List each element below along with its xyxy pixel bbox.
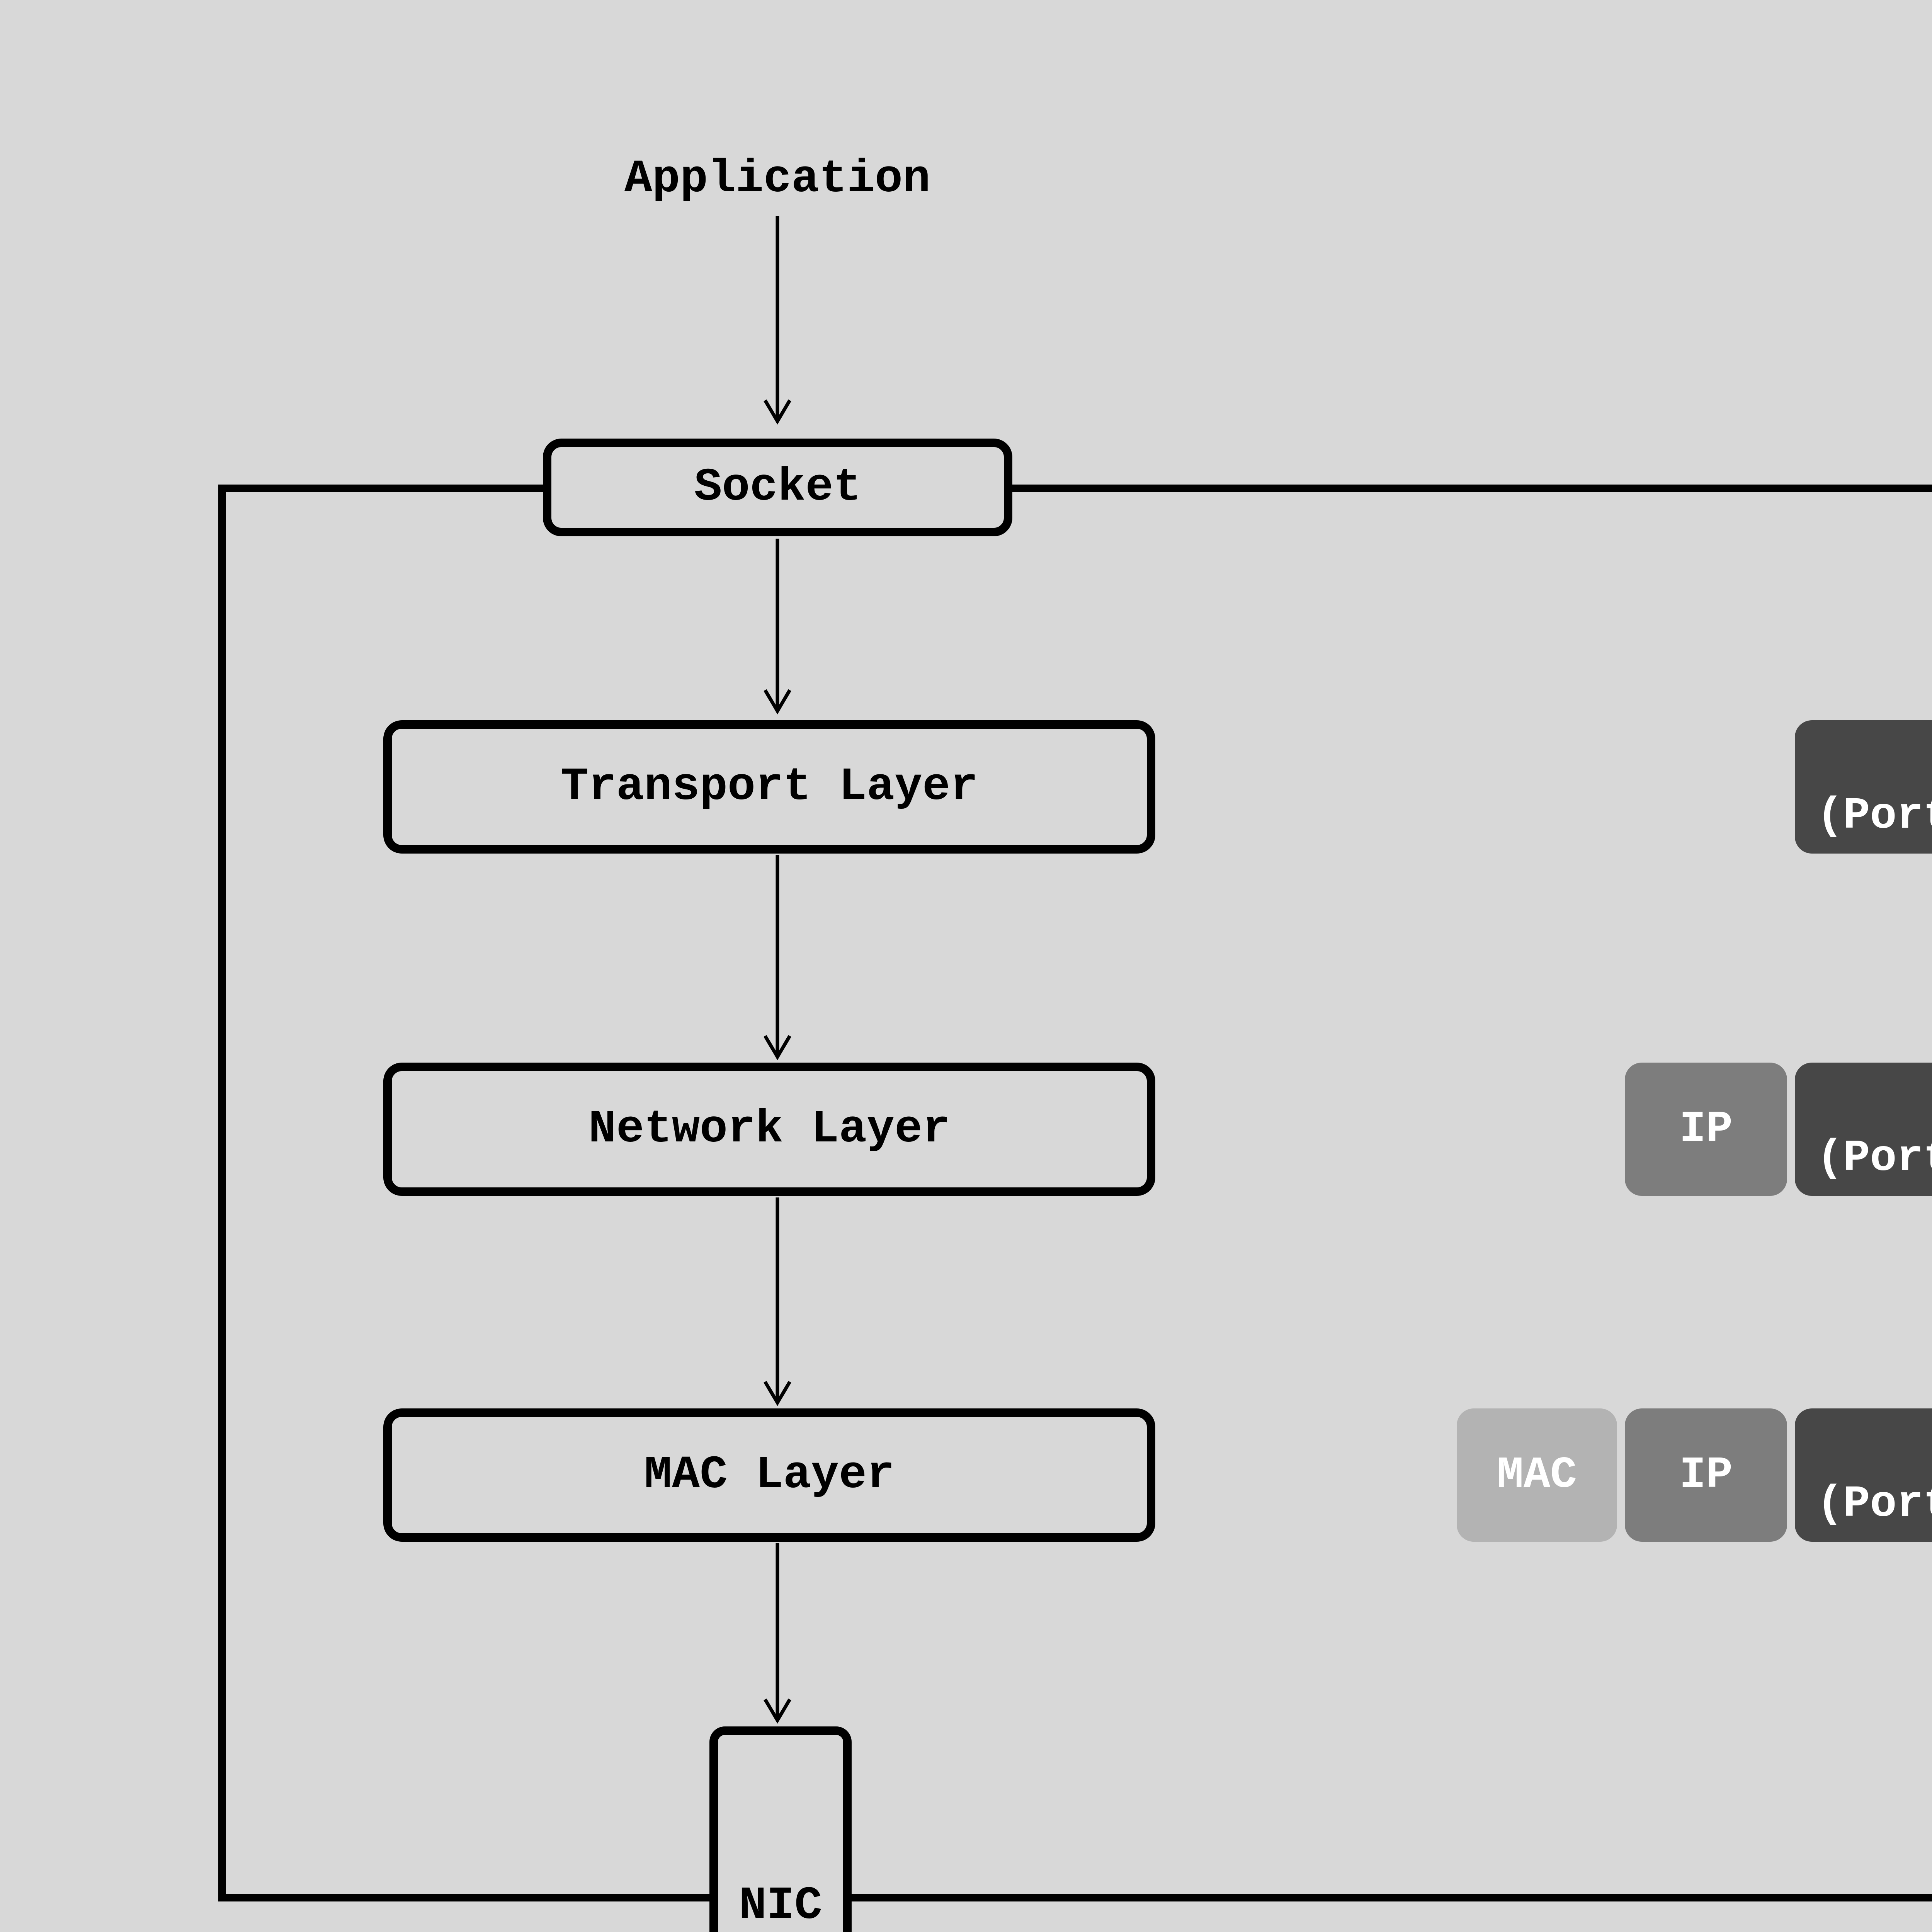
user-space-label: User Space	[1816, 409, 1932, 462]
packet-udp-transport: UDP (Port Number)	[1795, 720, 1932, 854]
transport-layer-node: Transport Layer	[383, 720, 1155, 854]
packet-udp-mac-layer: UDP (Port Number)	[1795, 1408, 1932, 1542]
application-label: Application	[624, 153, 931, 206]
socket-node: Socket	[543, 439, 1012, 536]
packet-ip-label: IP	[1679, 1449, 1733, 1500]
arrow-transport-to-network-icon	[764, 855, 791, 1060]
arrow-network-to-mac-icon	[764, 1197, 791, 1406]
network-layer-node: Network Layer	[383, 1063, 1155, 1196]
mac-layer-node: MAC Layer	[383, 1408, 1155, 1542]
arrow-application-to-socket-icon	[764, 216, 791, 425]
packet-udp-line2: (Port Number)	[1816, 790, 1932, 841]
packet-ip-label: IP	[1679, 1104, 1733, 1155]
arrow-mac-to-nic-icon	[764, 1543, 791, 1724]
packet-udp-network: UDP (Port Number)	[1795, 1063, 1932, 1196]
packet-udp-line2: (Port Number)	[1816, 1478, 1932, 1529]
packet-ip-mac-layer: IP	[1625, 1408, 1787, 1542]
packet-mac-label: MAC	[1497, 1449, 1577, 1500]
arrow-socket-to-transport-icon	[764, 539, 791, 714]
packet-ip-network: IP	[1625, 1063, 1787, 1196]
packet-udp-line2: (Port Number)	[1816, 1133, 1932, 1184]
nic-node: NIC	[709, 1726, 852, 1932]
packet-mac-mac-layer: MAC	[1457, 1408, 1617, 1542]
